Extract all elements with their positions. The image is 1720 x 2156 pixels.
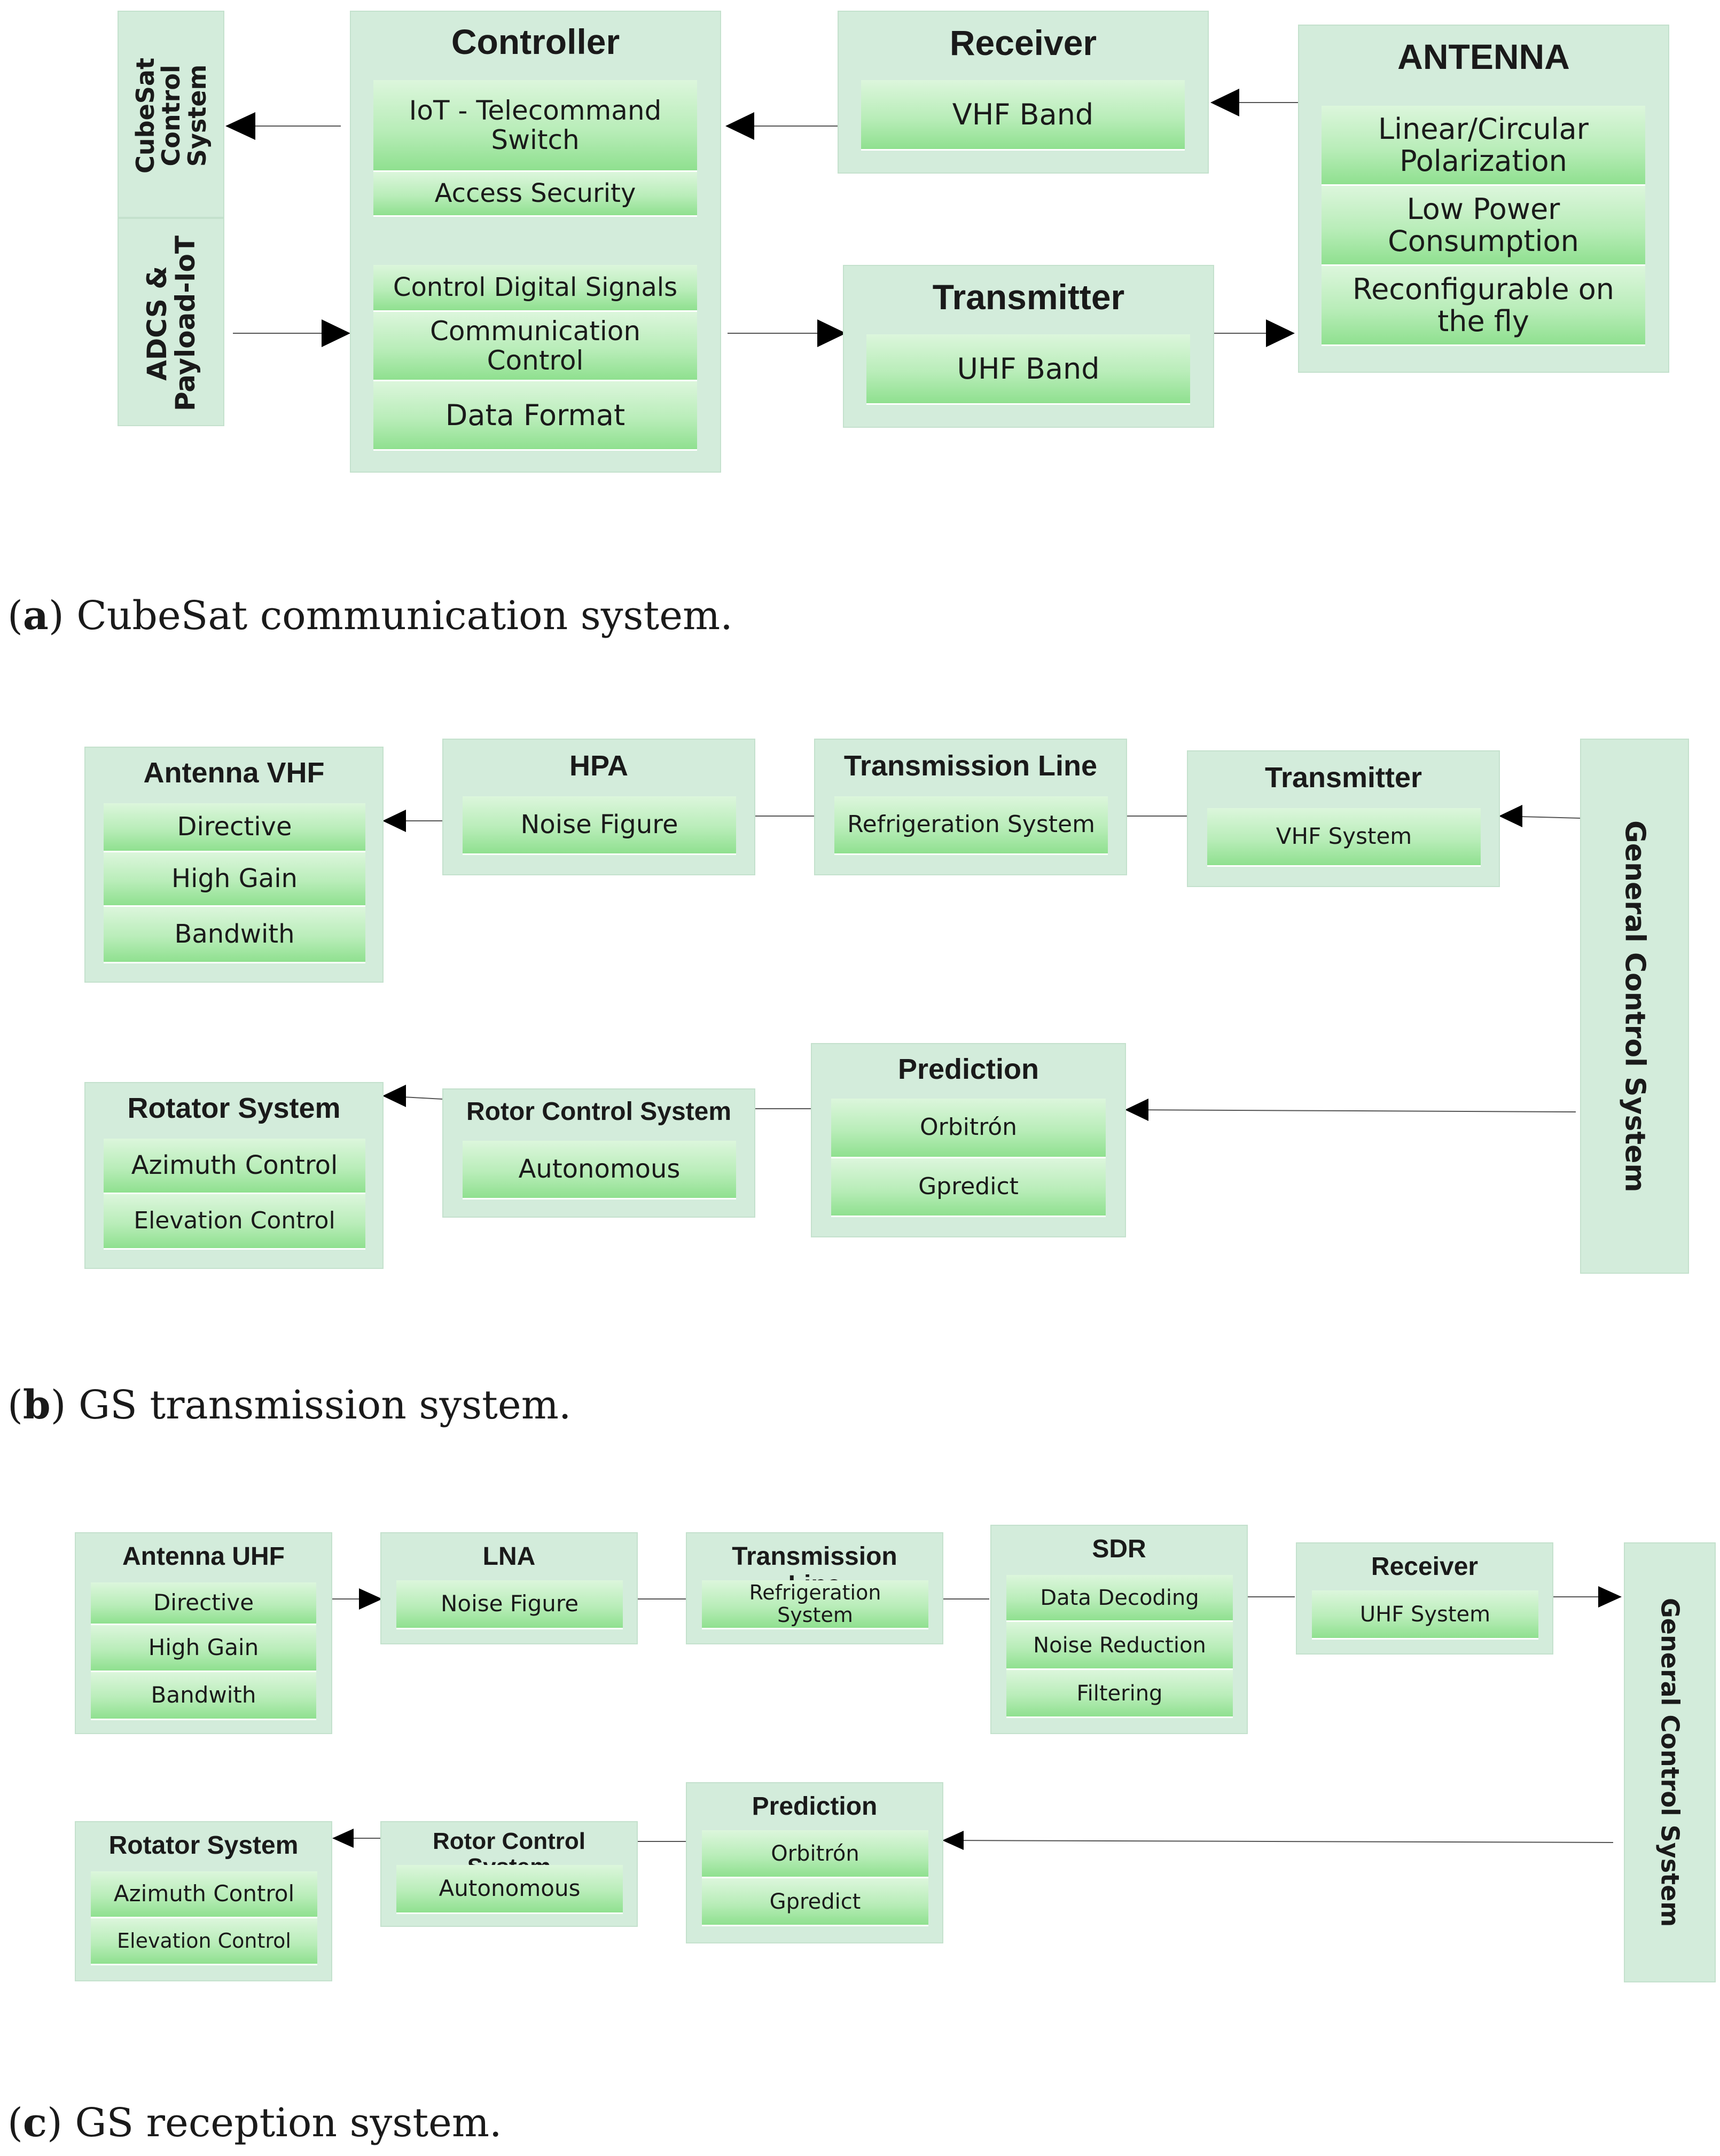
rotator-item-elevation-c: Elevation Control bbox=[91, 1918, 317, 1965]
prediction-box-c: Prediction Orbitrón Gpredict bbox=[686, 1782, 943, 1943]
prediction-item-orbitron-b: Orbitrón bbox=[831, 1099, 1106, 1158]
general-control-system-box-c: General Control System bbox=[1624, 1542, 1716, 1982]
tline-item-refrigeration-b: Refrigeration System bbox=[834, 796, 1108, 855]
rotator-system-box-c: Rotator System Azimuth Control Elevation… bbox=[75, 1821, 332, 1981]
prediction-title-c: Prediction bbox=[752, 1792, 878, 1821]
rotator-item-azimuth-b: Azimuth Control bbox=[104, 1139, 365, 1194]
receiver-box-c: Receiver UHF System bbox=[1296, 1542, 1553, 1655]
sdr-item-data-decoding: Data Decoding bbox=[1006, 1575, 1233, 1622]
lna-box: LNA Noise Figure bbox=[380, 1532, 638, 1644]
sdr-item-noise-reduction: Noise Reduction bbox=[1006, 1622, 1233, 1670]
receiver-title-a: Receiver bbox=[949, 23, 1097, 62]
prediction-item-gpredict-b: Gpredict bbox=[831, 1158, 1106, 1217]
transmitter-title-b: Transmitter bbox=[1264, 762, 1422, 794]
antenna-title-a: ANTENNA bbox=[1397, 37, 1570, 76]
rotor-control-system-box-b: Rotor Control System Autonomous bbox=[442, 1088, 755, 1218]
rotator-system-box-b: Rotator System Azimuth Control Elevation… bbox=[84, 1082, 384, 1269]
hpa-item-noise-figure: Noise Figure bbox=[463, 796, 736, 855]
general-control-system-box-b: General Control System bbox=[1580, 739, 1689, 1274]
general-control-system-label-b: General Control System bbox=[1619, 820, 1651, 1193]
antenna-uhf-item-directive: Directive bbox=[91, 1582, 316, 1625]
arrow-gcs-to-prediction bbox=[1127, 1109, 1576, 1112]
rotor-item-autonomous-c: Autonomous bbox=[396, 1865, 623, 1914]
controller-item-access-security: Access Security bbox=[373, 172, 697, 217]
antenna-vhf-item-directive: Directive bbox=[104, 803, 365, 852]
caption-b: (b) GS transmission system. bbox=[7, 1382, 572, 1428]
rotator-system-title-b: Rotator System bbox=[127, 1092, 341, 1124]
transmitter-item-vhf-system: VHF System bbox=[1207, 808, 1481, 867]
antenna-vhf-title: Antenna VHF bbox=[143, 757, 325, 789]
sdr-box: SDR Data Decoding Noise Reduction Filter… bbox=[990, 1525, 1248, 1734]
antenna-vhf-box: Antenna VHF Directive High Gain Bandwith bbox=[84, 747, 384, 983]
prediction-box-b: Prediction Orbitrón Gpredict bbox=[811, 1043, 1126, 1237]
rotor-control-system-box-c: Rotor Control System Autonomous bbox=[380, 1821, 638, 1927]
antenna-uhf-item-bandwith: Bandwith bbox=[91, 1672, 316, 1720]
adcs-payload-iot-box: ADCS & Payload-IoT bbox=[118, 218, 224, 426]
controller-item-data-format: Data Format bbox=[373, 381, 697, 451]
rotator-item-azimuth-c: Azimuth Control bbox=[91, 1871, 317, 1918]
prediction-item-orbitron-c: Orbitrón bbox=[702, 1830, 928, 1878]
antenna-uhf-item-high-gain: High Gain bbox=[91, 1625, 316, 1672]
rotor-item-autonomous-b: Autonomous bbox=[463, 1141, 736, 1199]
transmitter-title-a: Transmitter bbox=[932, 277, 1125, 317]
sdr-item-filtering: Filtering bbox=[1006, 1670, 1233, 1718]
receiver-item-uhf-system: UHF System bbox=[1312, 1590, 1538, 1640]
antenna-item-reconfigurable: Reconfigurable on the fly bbox=[1322, 266, 1645, 346]
transmission-line-box-c: Transmission Line Refrigeration System bbox=[686, 1532, 943, 1644]
antenna-vhf-item-bandwith: Bandwith bbox=[104, 907, 365, 963]
adcs-payload-iot-label: ADCS & Payload-IoT bbox=[141, 235, 201, 411]
antenna-vhf-item-high-gain: High Gain bbox=[104, 852, 365, 907]
lna-item-noise-figure: Noise Figure bbox=[396, 1580, 623, 1629]
rotator-item-elevation-b: Elevation Control bbox=[104, 1194, 365, 1250]
transmission-line-box-b: Transmission Line Refrigeration System bbox=[814, 739, 1127, 875]
controller-box: Controller IoT - Telecommand Switch Acce… bbox=[350, 11, 721, 473]
caption-a: (a) CubeSat communication system. bbox=[7, 593, 733, 639]
antenna-item-low-power: Low Power Consumption bbox=[1322, 186, 1645, 266]
receiver-box-a: Receiver VHF Band bbox=[838, 11, 1209, 174]
hpa-title: HPA bbox=[569, 750, 628, 782]
antenna-uhf-title: Antenna UHF bbox=[122, 1542, 285, 1571]
receiver-title-c: Receiver bbox=[1371, 1553, 1479, 1581]
sdr-title: SDR bbox=[1092, 1535, 1146, 1563]
antenna-box-a: ANTENNA Linear/Circular Polarization Low… bbox=[1298, 25, 1669, 373]
general-control-system-label-c: General Control System bbox=[1655, 1597, 1685, 1927]
antenna-item-polarization: Linear/Circular Polarization bbox=[1322, 106, 1645, 186]
controller-item-iot-telecommand-switch: IoT - Telecommand Switch bbox=[373, 80, 697, 172]
transmitter-box-b: Transmitter VHF System bbox=[1187, 750, 1500, 887]
arrow-gcs-to-prediction-c bbox=[943, 1840, 1614, 1843]
rotor-control-system-title-b: Rotor Control System bbox=[466, 1097, 732, 1126]
transmitter-box-a: Transmitter UHF Band bbox=[843, 265, 1214, 428]
transmitter-item-uhf-band: UHF Band bbox=[866, 334, 1190, 405]
controller-item-communication-control: Communication Control bbox=[373, 312, 697, 381]
prediction-title-b: Prediction bbox=[897, 1053, 1039, 1085]
cubesat-control-system-box: CubeSat Control System bbox=[118, 11, 224, 218]
caption-c: (c) GS reception system. bbox=[7, 2100, 502, 2146]
controller-item-control-digital-signals: Control Digital Signals bbox=[373, 265, 697, 312]
transmission-line-title-b: Transmission Line bbox=[843, 750, 1098, 782]
prediction-item-gpredict-c: Gpredict bbox=[702, 1878, 928, 1926]
tline-item-refrigeration-c: Refrigeration System bbox=[702, 1580, 928, 1629]
controller-title: Controller bbox=[451, 22, 620, 61]
lna-title: LNA bbox=[482, 1542, 536, 1571]
cubesat-control-system-label: CubeSat Control System bbox=[130, 57, 212, 174]
hpa-box: HPA Noise Figure bbox=[442, 739, 755, 875]
antenna-uhf-box: Antenna UHF Directive High Gain Bandwith bbox=[75, 1532, 332, 1734]
rotator-system-title-c: Rotator System bbox=[108, 1831, 299, 1860]
receiver-item-vhf-band: VHF Band bbox=[861, 80, 1185, 151]
